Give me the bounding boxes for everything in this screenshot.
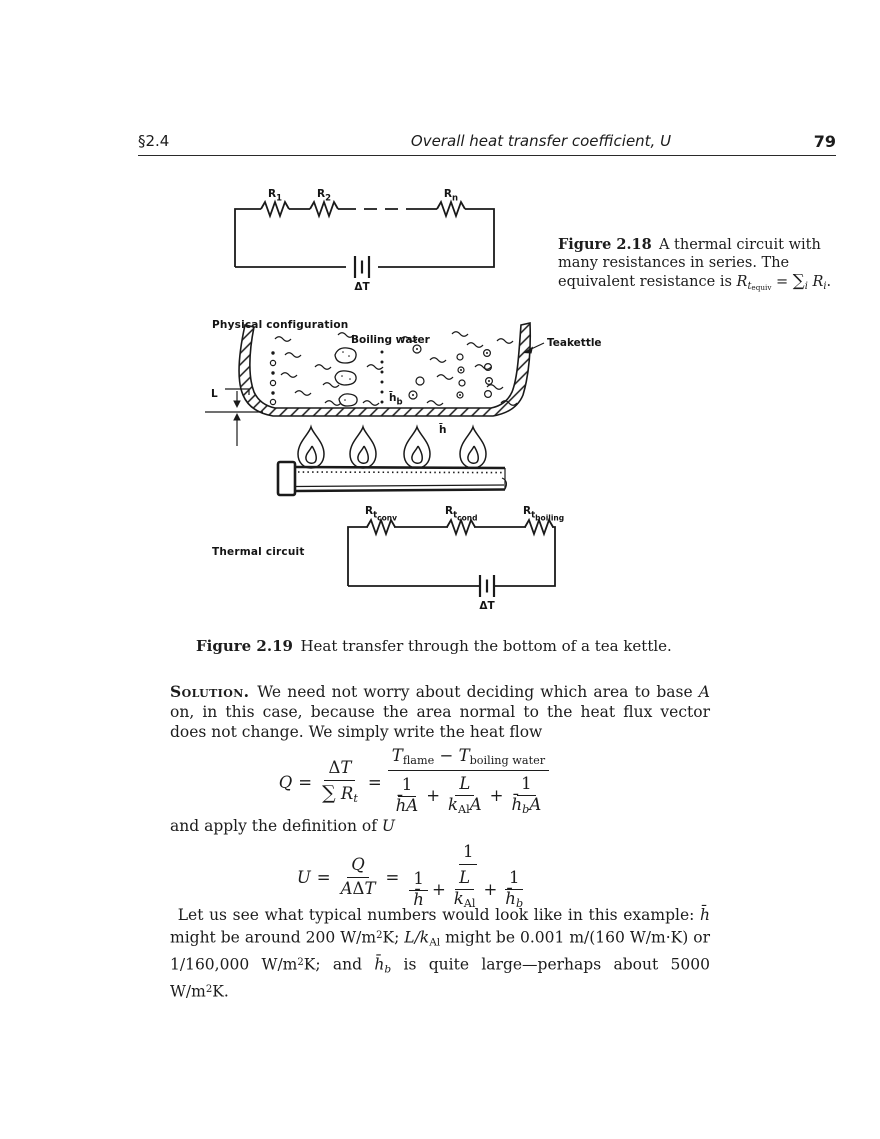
boiling-water-label: Boiling water — [351, 334, 431, 346]
h-bar-b-label: h̄b — [388, 391, 402, 407]
burner-flames — [297, 426, 487, 469]
closing-paragraph: Let us see what typical numbers would lo… — [170, 906, 710, 1001]
circuit-wire — [347, 526, 556, 587]
fraction: Q AΔT — [340, 855, 376, 898]
resistor-n-icon — [436, 201, 466, 217]
h-bar-label: h̄ — [438, 423, 446, 436]
battery-icon — [478, 573, 496, 599]
burner-tube — [276, 460, 508, 497]
rt-conv-label: Rtconv — [365, 505, 397, 522]
teakettle-arrowhead-icon — [523, 346, 533, 354]
delta-t-label: ΔT — [354, 281, 370, 293]
running-title: Overall heat transfer coefficient, U — [410, 132, 672, 150]
eq-lhs: Q — [278, 773, 293, 793]
resistor-2-icon — [309, 201, 339, 217]
resistor-n-label: Rn — [444, 188, 458, 204]
rt-cond-label: Rtcond — [445, 505, 477, 522]
resistor-2-label: R2 — [317, 188, 331, 204]
thermal-circuit-label: Thermal circuit — [212, 546, 305, 558]
length-label: L — [211, 388, 218, 400]
kettle-wall — [238, 322, 532, 417]
water-blobs — [334, 347, 358, 407]
circuit-wire — [234, 208, 495, 268]
delta-t-label: ΔT — [479, 600, 495, 612]
figure-2-19-caption: Figure 2.19 Heat transfer through the bo… — [196, 637, 672, 655]
teakettle-label: Teakettle — [547, 337, 602, 349]
apply-definition-line: and apply the definition of U — [170, 817, 395, 835]
water-bubbles — [269, 344, 494, 406]
solution-paragraph: Solution. We need not worry about decidi… — [170, 682, 710, 741]
series-circuit-diagram: R1 R2 Rn ΔT — [234, 188, 495, 293]
page-number: 79 — [813, 132, 836, 151]
figure-2-18-caption: Figure 2.18 A thermal circuit with many … — [558, 236, 832, 293]
battery-icon — [353, 254, 371, 280]
section-number: §2.4 — [138, 132, 170, 150]
page-header: §2.4 Overall heat transfer coefficient, … — [138, 132, 836, 155]
resistor-1-label: R1 — [268, 188, 282, 204]
wall-thickness-dimension: L — [205, 388, 263, 446]
resistor-1-icon — [260, 201, 290, 217]
rt-boiling-label: Rtboiling — [523, 505, 564, 522]
fraction: ΔT ∑ Rt — [322, 758, 358, 806]
header-rule — [138, 155, 836, 156]
eq-lhs: U — [296, 867, 311, 887]
kettle-thermal-circuit-diagram: Rtconv Rtcond Rtboiling ΔT — [347, 505, 564, 612]
teakettle-diagram: Boiling water Teakettle h̄b h̄ L — [205, 322, 602, 497]
